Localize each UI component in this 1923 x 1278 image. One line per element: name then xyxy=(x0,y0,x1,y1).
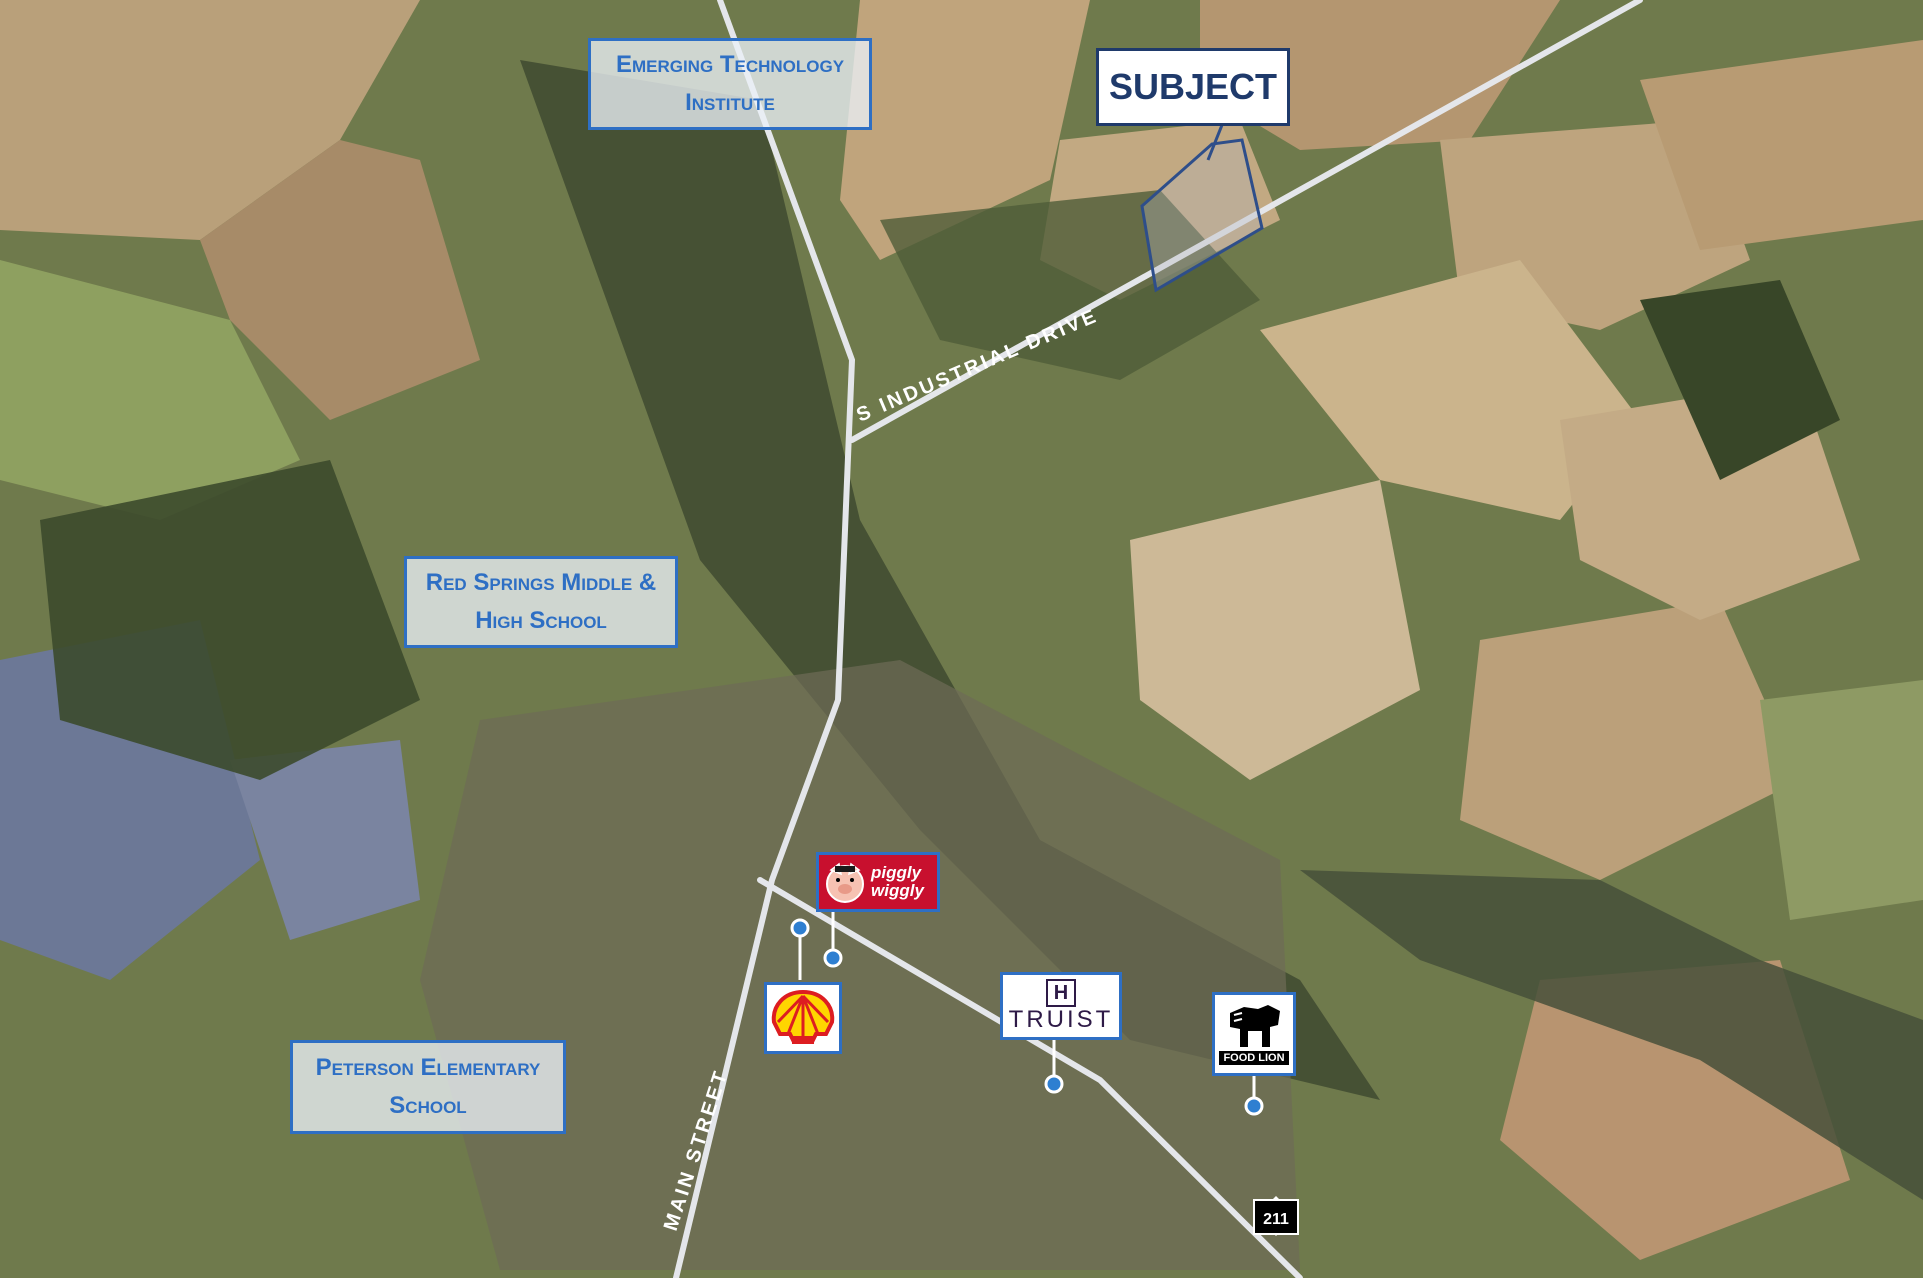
food-lion-text: FOOD LION xyxy=(1219,1051,1289,1065)
shell-icon xyxy=(771,989,835,1044)
food-lion-marker xyxy=(1244,1096,1264,1116)
town-area xyxy=(420,660,1300,1270)
lion-icon xyxy=(1230,1005,1280,1047)
location-markers xyxy=(790,908,1264,1116)
shell-marker xyxy=(790,918,810,938)
subject-leader-line xyxy=(1206,124,1224,161)
callout-line: Institute xyxy=(685,89,775,116)
route-211-number: 211 xyxy=(1263,1211,1289,1228)
callout-line: Emerging Technology xyxy=(615,51,845,78)
callout-line: High School xyxy=(475,607,607,634)
subject-parcel-outline xyxy=(1140,138,1264,293)
truist-logo: H TRUIST xyxy=(1000,972,1122,1040)
industrial-drive-road xyxy=(849,0,1643,443)
red-springs-school-callout: Red Springs Middle & High School xyxy=(404,556,678,648)
truist-text: TRUIST xyxy=(1008,1006,1114,1033)
piggly-text: piggly xyxy=(871,863,922,882)
piggly-wiggly-logo: piggly wiggly xyxy=(816,852,940,912)
peterson-elementary-callout: Peterson Elementary School xyxy=(290,1040,566,1134)
forest-areas xyxy=(40,60,1923,1200)
main-street-road xyxy=(673,0,856,1278)
callout-line: School xyxy=(389,1092,467,1119)
pig-icon xyxy=(826,862,864,903)
road-network xyxy=(673,0,1643,1278)
food-lion-logo: FOOD LION xyxy=(1212,992,1296,1076)
callout-line: Red Springs Middle & xyxy=(425,569,657,596)
wiggly-text: wiggly xyxy=(871,881,924,900)
callout-line: Peterson Elementary xyxy=(315,1054,541,1081)
nc-211-road xyxy=(757,877,1303,1278)
emerging-technology-callout: Emerging Technology Institute xyxy=(588,38,872,130)
subject-label: SUBJECT xyxy=(1096,48,1290,126)
truist-mark-icon: H xyxy=(1046,979,1076,1007)
truist-marker xyxy=(1044,1074,1064,1094)
shell-logo xyxy=(764,982,842,1054)
piggly-wiggly-marker xyxy=(823,948,843,968)
route-211-shield: 211 xyxy=(1253,1196,1299,1236)
